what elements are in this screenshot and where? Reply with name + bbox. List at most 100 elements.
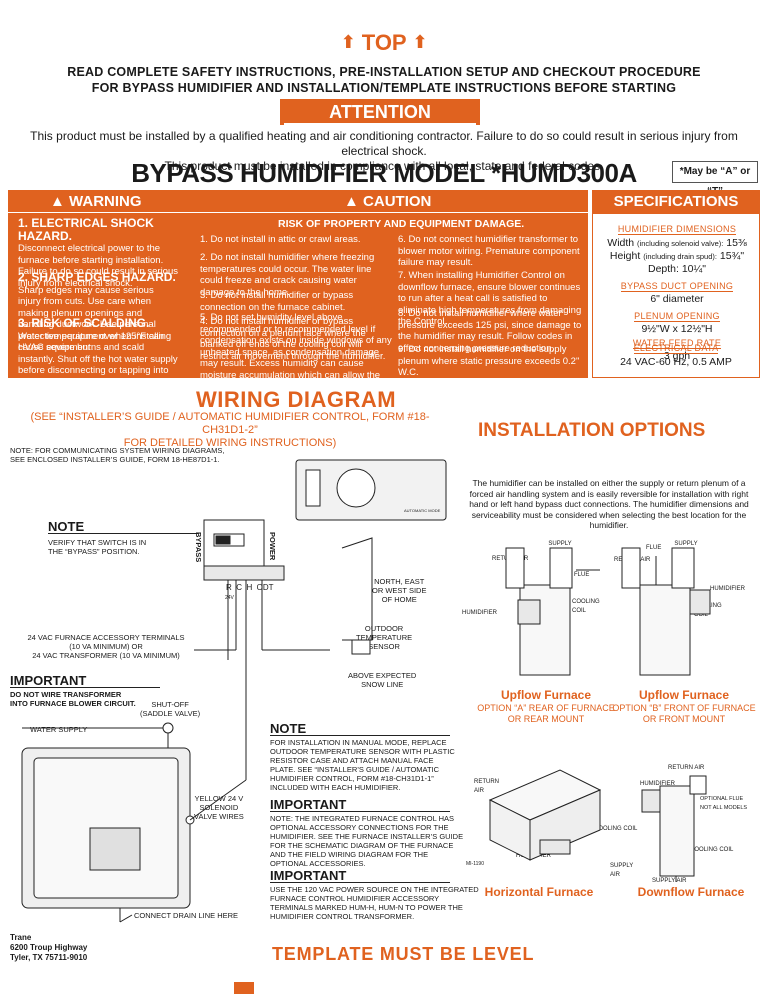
return-air-label-d: RETURN AIR — [668, 765, 705, 771]
plenum-opening-label: PLENUM OPENING — [634, 311, 720, 322]
attention-underline — [284, 123, 476, 125]
figure-code-2: MI-1190 — [466, 861, 484, 867]
drain-label: CONNECT DRAIN LINE HERE — [134, 911, 239, 920]
template-level-note: TEMPLATE MUST BE LEVEL — [272, 944, 535, 964]
important3-heading: IMPORTANT — [270, 868, 347, 883]
flue-label-b: FLUE — [646, 545, 662, 551]
bypass-label: BYPASS — [194, 532, 203, 563]
note2-heading: NOTE — [270, 721, 307, 736]
warning-item-2: 2. SHARP EDGES HAZARD.Sharp edges may ca… — [18, 270, 176, 353]
caution-item-1: 1. Do not install in attic or crawl area… — [200, 234, 361, 245]
return-air-label-a: RETURN AIR — [492, 556, 529, 562]
caution-item-5: 5. Do not set humidity level above recom… — [200, 312, 392, 392]
horizontal-furnace: Horizontal Furnace — [484, 885, 594, 899]
specifications-heading: SPECIFICATIONS — [592, 190, 760, 214]
duct-opening-label: BYPASS DUCT OPENING — [620, 281, 734, 292]
humidifier-label-d: HUMIDIFIER — [640, 781, 675, 787]
warning-item-1: 1. ELECTRICAL SHOCK HAZARD.Disconnect el… — [18, 216, 178, 289]
caution-subtitle: RISK OF PROPERTY AND EQUIPMENT DAMAGE. — [278, 218, 525, 230]
model-title: BYPASS HUMIDIFIER MODEL *HUMD300A — [131, 158, 637, 188]
humidifier-label-a: HUMIDIFIER — [462, 610, 497, 616]
caution-item-8: 8. Do not install humidifier where water… — [398, 308, 582, 354]
water-supply-label: WATER SUPPLY — [30, 725, 88, 734]
dimensions-label: HUMIDIFIER DIMENSIONS — [617, 224, 737, 235]
water-feed-label: WATER FEED RATE — [632, 338, 722, 349]
important-heading: IMPORTANT — [10, 673, 87, 688]
humidifier-label-h: HUMIDIFIER — [516, 853, 551, 859]
return-air-label-h: RETURN AIR — [474, 779, 499, 794]
bottom-tab — [234, 982, 254, 994]
supply-air-label-a: SUPPLY AIR — [548, 541, 572, 556]
water-feed-value: 3 gph — [663, 350, 691, 362]
top-label: TOP — [361, 30, 407, 55]
caution-item-6: 6. Do not connect humidifier transformer… — [398, 234, 580, 268]
warning-triangle-icon: ▲ — [50, 193, 65, 210]
caution-item-4: 4. Do not install humidifier or bypass c… — [200, 316, 386, 362]
cooling-coil-label-a: COOLING COIL — [572, 599, 600, 614]
specifications-box: HUMIDIFIER DIMENSIONS Width (including s… — [592, 214, 760, 378]
caution-item-3: 3. Do not install humidifier or bypass c… — [200, 290, 354, 313]
cooling-coil-label-h: COOLING COIL — [594, 826, 638, 832]
plenum-opening-value: 9½"W x 12½"H — [641, 323, 713, 335]
caution-heading: ▲ CAUTION — [344, 193, 432, 210]
terminal-24v: 24V — [225, 595, 234, 601]
read-line-1: READ COMPLETE SAFETY INSTRUCTIONS, PRE-I… — [67, 65, 701, 79]
caution-triangle-icon: ▲ — [344, 193, 359, 210]
power-label: POWER — [268, 532, 277, 561]
upflow-furnace-b: Upflow Furnace — [638, 688, 729, 702]
supply-air-label-d: SUPPLY AIR — [652, 878, 687, 884]
important3-text: USE THE 120 VAC POWER SOURCE ON THE INTE… — [270, 885, 479, 921]
important2-text: NOTE: THE INTEGRATED FURNACE CONTROL HAS… — [270, 814, 464, 868]
note2-rule — [270, 735, 450, 736]
wiring-diagram-subtitle: (SEE “INSTALLER’S GUIDE / AUTOMATIC HUMI… — [30, 411, 430, 449]
note-communicating: NOTE: FOR COMMUNICATING SYSTEM WIRING DI… — [10, 446, 225, 464]
warning-item-3: 3. RISK OF SCALDING.Water temperature ov… — [18, 316, 178, 388]
top-marker: ⬆ TOP ⬆ — [0, 30, 768, 56]
attention-line-1: This product must be installed by a qual… — [30, 129, 738, 158]
cooling-coil-label-b: COOLING COIL — [694, 603, 722, 618]
downflow-furnace: Downflow Furnace — [637, 885, 745, 899]
panel-divider — [8, 212, 588, 213]
wiring-diagram-title: WIRING DIAGRAM — [196, 387, 397, 412]
important2-heading: IMPORTANT — [270, 797, 347, 812]
duct-opening-value: 6" diameter — [650, 293, 704, 305]
electrical-value: 24 VAC-60 Hz, 0.5 AMP — [620, 356, 732, 368]
return-air-label-b: RETURN AIR — [614, 557, 651, 563]
electrical-label: ELECTRICAL DATA — [633, 343, 719, 354]
note2-text: FOR INSTALLATION IN MANUAL MODE, REPLACE… — [270, 738, 455, 792]
important2-rule — [270, 811, 450, 812]
upflow-furnace-a: Upflow Furnace — [500, 688, 591, 702]
caution-item-2: 2. Do not install humidifier where freez… — [200, 252, 375, 298]
attention-body: This product must be installed by a qual… — [10, 129, 758, 174]
read-line-2: FOR BYPASS HUMIDIFIER AND INSTALLATION/T… — [91, 81, 677, 95]
supply-air-label-h: SUPPLY AIR — [610, 863, 634, 878]
figure-code: MI-1133 — [22, 899, 40, 905]
auto-mode-label: AUTOMATIC MODE — [404, 508, 441, 513]
note-heading: NOTE — [48, 519, 85, 534]
attention-line-2: This product must be installed in compli… — [164, 159, 604, 173]
furnace-terminals-note: 24 VAC FURNACE ACCESSORY TERMINALS(10 VA… — [27, 633, 185, 660]
terminal-labels: R C H ODT — [226, 583, 274, 592]
flue-label-a: FLUE — [574, 572, 590, 578]
dimensions-value: Width (including solenoid valve): 15⅜ He… — [607, 237, 747, 275]
important3-rule — [270, 882, 450, 883]
humidifier-control-body — [295, 459, 447, 521]
humidifier-label-b: HUMIDIFIER — [710, 586, 745, 592]
house-arrow-icon: ⬆ — [412, 32, 428, 52]
shutoff-label: SHUT-OFF(SADDLE VALVE) — [140, 700, 201, 718]
attention-heading: ATTENTION INSTALLER: — [280, 99, 480, 148]
warning-heading: ▲ WARNING — [50, 193, 142, 210]
cooling-coil-label-d: COOLING COIL — [690, 847, 734, 853]
caution-item-9: 9. Do not install humidifier on the supp… — [398, 344, 580, 378]
installation-options-title: INSTALLATION OPTIONS — [478, 420, 706, 441]
